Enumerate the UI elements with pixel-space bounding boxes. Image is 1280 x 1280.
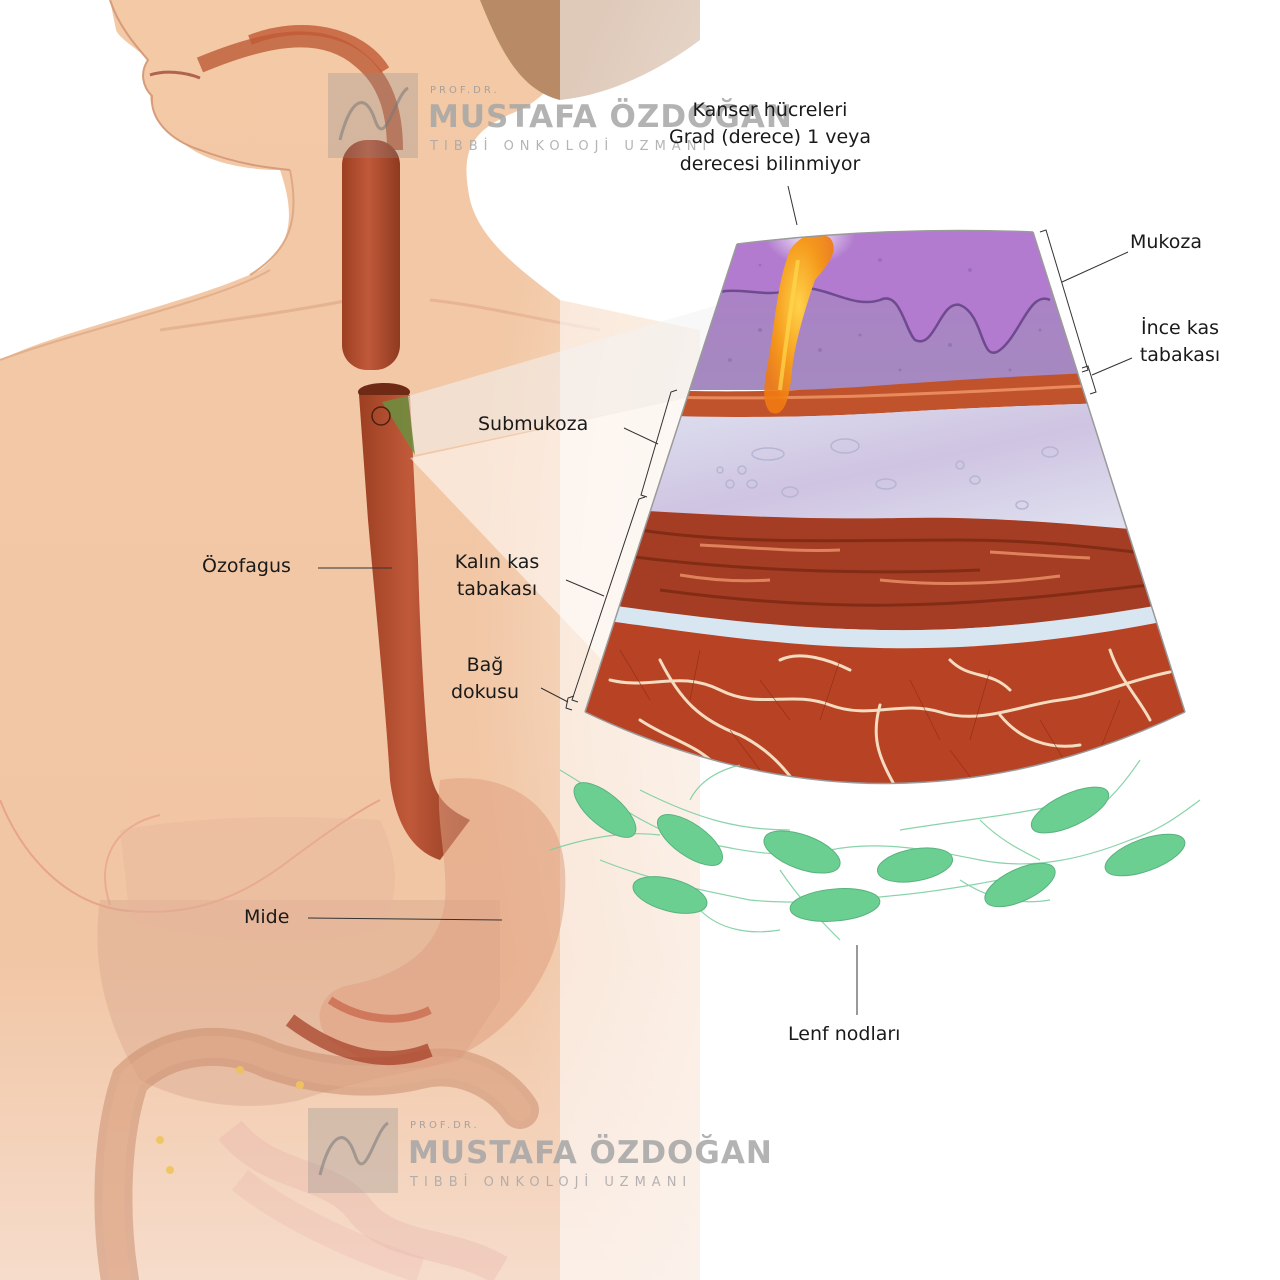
mide-label: Mide	[244, 906, 290, 928]
watermark-bottom: PROF.DR. MUSTAFA ÖZDOĞAN TIBBİ ONKOLOJİ …	[308, 1108, 773, 1193]
esophagus-drawing	[196, 25, 566, 1069]
submukoza-label: Submukoza	[478, 413, 589, 435]
ozofagus-label: Özofagus	[202, 555, 291, 577]
ince-kas-label: İnce kas tabakası	[1139, 317, 1221, 366]
lymph-nodes-drawing	[549, 759, 1201, 941]
lenf-nodlari-label: Lenf nodları	[788, 1023, 901, 1045]
watermark-top-name: MUSTAFA ÖZDOĞAN	[428, 98, 793, 135]
watermark-top-title: TIBBİ ONKOLOJİ UZMANI	[429, 138, 712, 154]
watermark-bottom-prefix: PROF.DR.	[410, 1120, 480, 1131]
watermark-top-prefix: PROF.DR.	[430, 85, 500, 96]
bag-dokusu-label: Bağ dokusu	[450, 654, 520, 703]
kalin-kas-label: Kalın kas tabakası	[454, 551, 540, 600]
cancer-cells-label: Kanser hücreleri Grad (derece) 1 veya de…	[668, 99, 872, 175]
mukoza-label: Mukoza	[1130, 231, 1203, 253]
watermark-bottom-name: MUSTAFA ÖZDOĞAN	[408, 1134, 773, 1171]
magnification-cone	[408, 300, 735, 455]
leader-lines	[307, 185, 1133, 1015]
watermark-top: PROF.DR. MUSTAFA ÖZDOĞAN TIBBİ ONKOLOJİ …	[328, 73, 793, 158]
watermark-bottom-title: TIBBİ ONKOLOJİ UZMANI	[409, 1174, 692, 1190]
